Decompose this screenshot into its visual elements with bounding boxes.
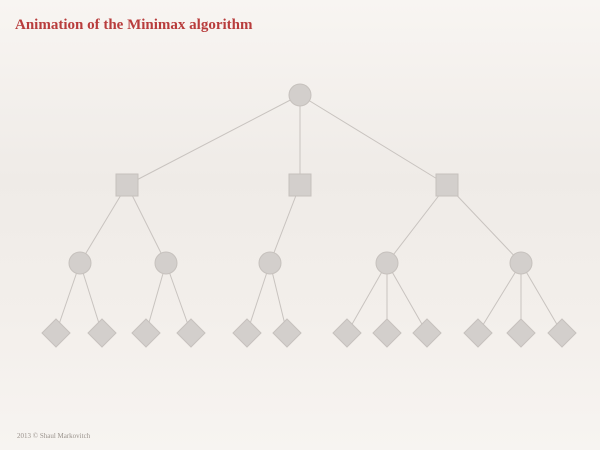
leaf-node	[463, 318, 493, 348]
tree-edge	[477, 262, 522, 334]
tree-edge	[386, 184, 448, 264]
slide-title: Animation of the Minimax algorithm	[15, 17, 253, 33]
leaf-node	[232, 318, 262, 348]
max-node	[154, 251, 178, 275]
tree-edge	[386, 262, 428, 334]
tree-edge	[346, 262, 388, 334]
tree-edge	[126, 184, 167, 264]
min-node	[115, 173, 139, 197]
min-node	[435, 173, 459, 197]
tree-edges	[55, 94, 563, 334]
max-node	[258, 251, 282, 275]
max-node	[375, 251, 399, 275]
tree-nodes	[41, 83, 577, 348]
tree-edge	[246, 262, 271, 334]
max-node	[509, 251, 533, 275]
leaf-node	[412, 318, 442, 348]
tree-edge	[145, 262, 167, 334]
tree-edge	[446, 184, 522, 264]
leaf-node	[372, 318, 402, 348]
leaf-node	[87, 318, 117, 348]
min-node	[288, 173, 312, 197]
tree-edge	[165, 262, 192, 334]
leaf-node	[176, 318, 206, 348]
tree-edge	[79, 262, 103, 334]
leaf-node	[41, 318, 71, 348]
tree-edge	[520, 262, 563, 334]
root-max-node	[288, 83, 312, 107]
leaf-node	[272, 318, 302, 348]
leaf-node	[332, 318, 362, 348]
leaf-node	[506, 318, 536, 348]
leaf-node	[131, 318, 161, 348]
leaf-node	[547, 318, 577, 348]
tree-edge	[126, 94, 301, 186]
tree-edge	[299, 94, 448, 186]
max-node	[68, 251, 92, 275]
copyright-footer: 2013 © Shaul Markovitch	[17, 432, 91, 440]
tree-edge	[269, 184, 301, 264]
tree-edge	[55, 262, 81, 334]
tree-edge	[79, 184, 128, 264]
